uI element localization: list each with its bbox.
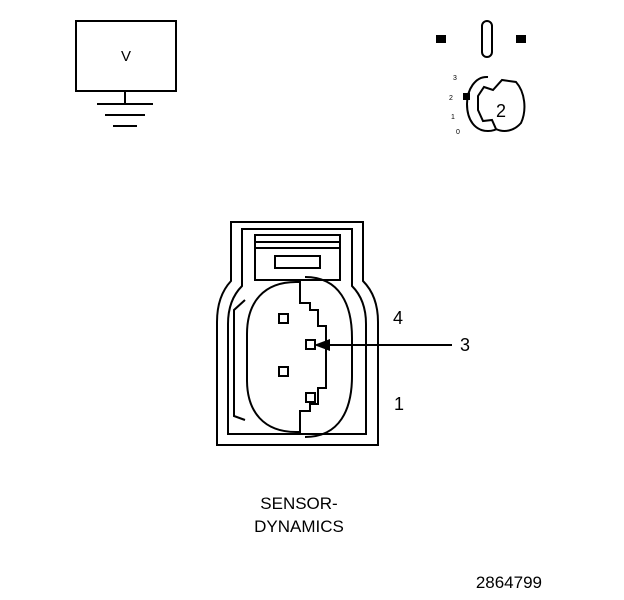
figure-id: 2864799 <box>476 573 542 592</box>
pin-cavity-lower-left <box>278 366 289 377</box>
switch-knob <box>477 78 526 132</box>
key-slot <box>481 20 493 58</box>
voltmeter-symbol: V <box>75 20 177 127</box>
switch-pos-2: 2 <box>449 95 453 102</box>
latch-window <box>274 255 321 269</box>
component-name-line-1: SENSOR- <box>260 494 337 513</box>
pin-label-3: 3 <box>460 335 470 355</box>
pin-cavity-3 <box>305 339 316 350</box>
pin-label-1: 1 <box>394 394 404 414</box>
housing-inner <box>227 228 367 435</box>
latch <box>254 234 341 281</box>
switch-position-marker <box>463 93 470 100</box>
voltmeter-label: V <box>121 48 131 65</box>
pin-cavity-lower-right <box>305 392 316 403</box>
ground-icon <box>97 103 153 127</box>
key-switch-icon: 2 3 2 1 0 <box>436 20 526 136</box>
pin-3-leader <box>314 339 452 351</box>
key-dot-right <box>516 35 526 43</box>
leader-arrowhead <box>314 339 330 351</box>
housing-outer <box>216 221 379 446</box>
side-lock <box>233 299 246 421</box>
switch-label: 2 <box>496 101 506 121</box>
connector-face <box>246 276 353 438</box>
switch-pos-0: 0 <box>456 129 460 136</box>
face-outline <box>246 281 327 433</box>
key-dot-left <box>436 35 446 43</box>
component-name-line-2: DYNAMICS <box>254 517 344 536</box>
switch-pos-3: 3 <box>453 75 457 82</box>
pin-cavity-upper-left <box>278 313 289 324</box>
connector-housing <box>216 221 379 446</box>
switch-pos-1: 1 <box>451 114 455 121</box>
pin-label-4: 4 <box>393 308 403 328</box>
face-shell <box>304 276 353 438</box>
